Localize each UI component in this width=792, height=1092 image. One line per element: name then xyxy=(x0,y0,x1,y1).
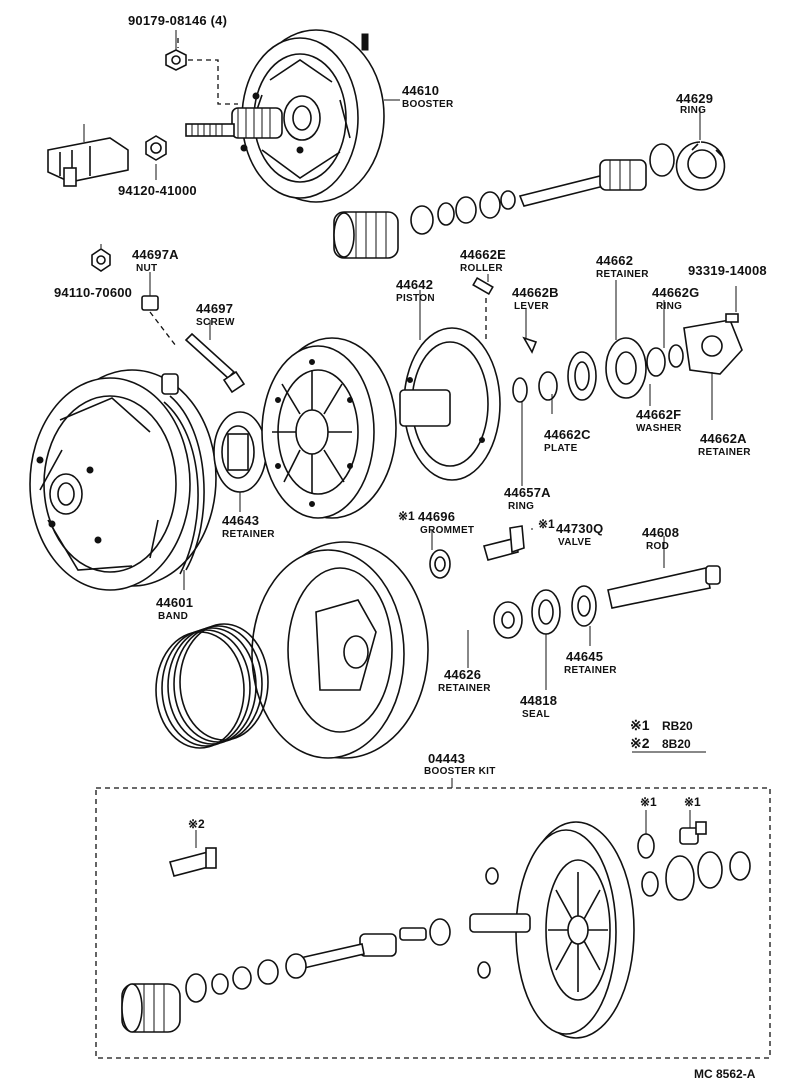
part-number-44629: 44629 xyxy=(676,91,714,106)
part-name-nut: NUT xyxy=(136,263,158,274)
part-number-44662: 44662 xyxy=(596,253,634,268)
part-number-44662F: 44662F xyxy=(636,407,682,422)
booster-kit-box xyxy=(95,751,771,1059)
part-number-44662B: 44662B xyxy=(512,285,559,300)
part-number-44662G: 44662G xyxy=(652,285,700,300)
part-name-lever: LEVER xyxy=(514,301,549,312)
part-name-piston: PISTON xyxy=(396,293,435,304)
part-name-booster-kit: BOOSTER KIT xyxy=(424,766,496,777)
part-number-44697A: 44697A xyxy=(132,247,179,262)
part-number-44642: 44642 xyxy=(396,277,434,292)
part-number-44662E: 44662E xyxy=(460,247,507,262)
part-name-retainer-44662: RETAINER xyxy=(596,269,649,280)
part-number-44662C: 44662C xyxy=(544,427,591,442)
part-number-94120: 94120-41000 xyxy=(118,183,197,198)
part-number-44643: 44643 xyxy=(222,513,260,528)
retainer-44643-drawing xyxy=(213,411,267,493)
legend-mark-2: ※2 xyxy=(630,735,650,751)
part-number-44610: 44610 xyxy=(402,83,440,98)
part-number-44697: 44697 xyxy=(196,301,234,316)
part-name-ring-44662G: RING xyxy=(656,301,683,312)
roller-drawing xyxy=(472,276,494,340)
part-name-screw: SCREW xyxy=(196,317,235,328)
part-name-roller: ROLLER xyxy=(460,263,503,274)
clevis-drawing xyxy=(47,124,129,187)
part-name-washer: WASHER xyxy=(636,423,682,434)
kit-mark-1b: ※1 xyxy=(684,795,701,809)
valve-rod-drawing xyxy=(429,525,721,609)
part-name-retainer-44645: RETAINER xyxy=(564,665,617,676)
part-name-band: BAND xyxy=(158,611,189,622)
figure-code: MC 8562-A xyxy=(694,1067,756,1081)
part-number-44626: 44626 xyxy=(444,667,482,682)
part-name-seal: SEAL xyxy=(522,709,550,720)
part-number-44657A: 44657A xyxy=(504,485,551,500)
part-name-rod: ROD xyxy=(646,541,670,552)
part-number-44645: 44645 xyxy=(566,649,604,664)
part-number-44608: 44608 xyxy=(642,525,680,540)
part-name-booster: BOOSTER xyxy=(402,99,454,110)
kit-contents-drawing xyxy=(121,810,751,1039)
valve-stack-upper-drawing xyxy=(333,141,726,259)
legend-text-1: RB20 xyxy=(662,719,693,733)
part-number-93319: 93319-14008 xyxy=(688,263,767,278)
part-number-44818: 44818 xyxy=(520,693,558,708)
band-coil-drawing xyxy=(155,623,269,749)
part-number-44601: 44601 xyxy=(156,595,194,610)
part-number-90179: 90179-08146 (4) xyxy=(128,13,228,28)
legend-mark-1: ※1 xyxy=(630,717,650,733)
part-name-valve: VALVE xyxy=(558,537,592,548)
part-number-44696: 44696 xyxy=(418,509,456,524)
part-number-44662A: 44662A xyxy=(700,431,747,446)
part-name-ring-44657A: RING xyxy=(508,501,535,512)
rear-shell-drawing xyxy=(29,369,217,591)
front-shell-drawing xyxy=(251,541,429,759)
legend-text-2: 8B20 xyxy=(662,737,691,751)
kit-mark-2: ※2 xyxy=(188,817,205,831)
part-name-grommet: GROMMET xyxy=(420,525,475,536)
nut-90179-drawing xyxy=(165,38,238,105)
part-name-ring-44629: RING xyxy=(680,105,707,116)
part-name-plate: PLATE xyxy=(544,443,578,454)
part-name-retainer-44643: RETAINER xyxy=(222,529,275,540)
mark-44730Q: ※1 xyxy=(538,517,555,531)
part-name-retainer-44662A: RETAINER xyxy=(698,447,751,458)
part-number-44730Q: 44730Q xyxy=(556,521,604,536)
kit-mark-1a: ※1 xyxy=(640,795,657,809)
part-number-04443: 04443 xyxy=(428,751,466,766)
hardware-left-drawing xyxy=(91,248,246,394)
part-name-retainer-44626: RETAINER xyxy=(438,683,491,694)
piston-small-parts-drawing xyxy=(512,313,743,403)
piston-body-drawing xyxy=(261,327,501,519)
seal-retainer-drawing xyxy=(493,585,597,639)
booster-assembly-drawing xyxy=(185,29,385,203)
nut-94120-drawing xyxy=(145,135,167,161)
part-number-94110: 94110-70600 xyxy=(54,285,133,300)
mark-44696: ※1 xyxy=(398,509,415,523)
leader-lines xyxy=(100,30,737,690)
